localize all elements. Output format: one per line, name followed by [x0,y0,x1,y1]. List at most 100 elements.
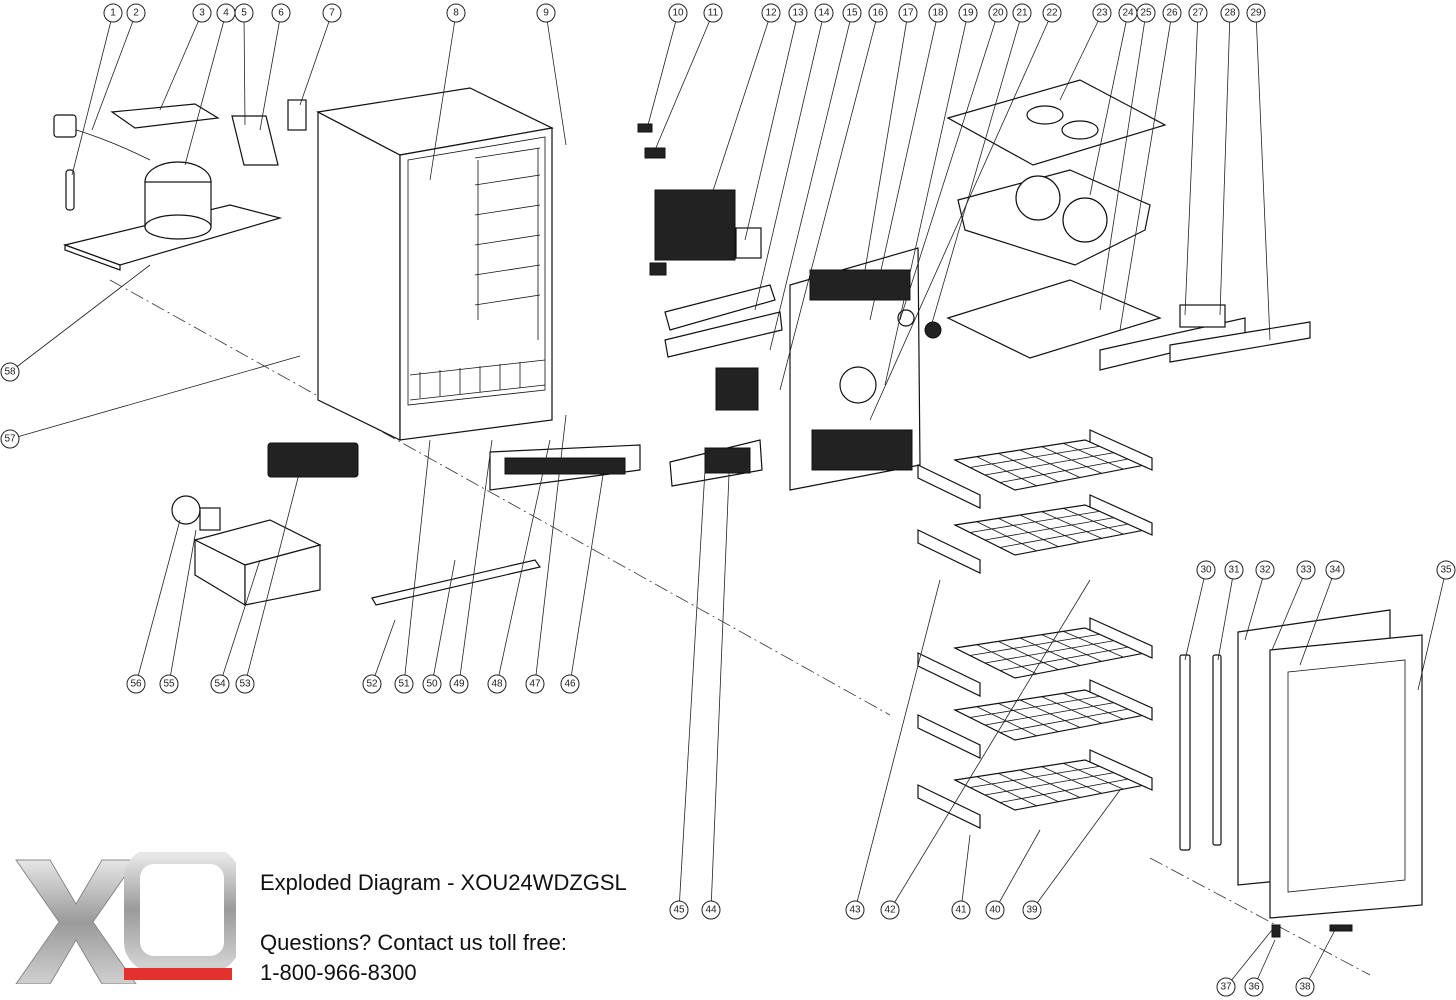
part-callout-label: 36 [1248,982,1260,993]
part-callout-label: 18 [932,8,944,19]
part-callout-23: 23 [1059,3,1112,101]
part-callout-38: 38 [1295,929,1336,997]
part-callout-33: 33 [1271,560,1316,651]
part-callout-label: 32 [1259,565,1271,576]
part-callout-label: 6 [278,8,284,19]
part-callout-54: 54 [210,559,261,694]
part-callout-label: 19 [962,8,974,19]
wire-shelf [917,494,1153,574]
part-callout-label: 21 [1016,8,1028,19]
part-callout-21: 21 [929,3,1032,331]
part-callout-label: 58 [4,367,16,378]
logo-o-mark [124,852,236,972]
part-callout-label: 11 [708,8,719,19]
part-callout-15: 15 [769,3,862,351]
part-callout-label: 40 [989,905,1001,916]
part-callout-25: 25 [1099,3,1156,311]
part-callout-55: 55 [159,529,197,694]
part-callout-3: 3 [159,3,212,111]
part-callout-label: 10 [672,8,684,19]
top-assembly [946,79,1311,371]
diagram-title: Exploded Diagram - XOU24WDZGSL [260,870,627,895]
part-callout-12: 12 [709,3,781,201]
part-callout-26: 26 [1119,3,1182,331]
part-callout-label: 17 [902,8,914,19]
part-callout-16: 16 [779,3,888,391]
part-callout-18: 18 [869,3,948,321]
part-callout-label: 14 [818,8,830,19]
part-callout-51: 51 [394,439,431,694]
part-callout-label: 22 [1046,8,1058,19]
part-callout-label: 3 [199,8,205,19]
part-callout-label: 23 [1096,8,1108,19]
xo-logo [15,852,236,984]
part-callout-label: 31 [1228,565,1240,576]
shelves [917,429,1153,829]
part-callout-2: 2 [91,3,146,131]
part-callout-1: 1 [71,3,123,176]
assembly-centerline [109,279,891,716]
condenser-assembly [171,442,359,607]
part-callout-57: 57 [0,355,301,449]
part-callout-42: 42 [880,579,1091,920]
part-callout-31: 31 [1217,560,1244,661]
part-callout-29: 29 [1246,3,1271,341]
part-callout-label: 47 [529,679,541,690]
part-callout-43: 43 [845,579,941,920]
part-callout-46: 46 [560,474,604,694]
part-callout-32: 32 [1244,560,1275,641]
part-callout-label: 39 [1026,905,1038,916]
part-callout-22: 22 [869,3,1062,421]
part-callout-label: 9 [543,8,549,19]
part-callout-6: 6 [259,3,291,131]
part-callout-58: 58 [0,264,151,382]
door-assembly [1179,609,1423,938]
part-callout-label: 34 [1329,565,1341,576]
part-callout-label: 20 [992,8,1004,19]
part-callout-7: 7 [299,3,342,106]
part-callout-37: 37 [1216,929,1273,997]
part-callout-label: 44 [705,905,717,916]
part-callout-label: 33 [1300,565,1312,576]
part-callout-label: 27 [1192,8,1204,19]
part-callout-35: 35 [1417,560,1456,691]
part-callout-52: 52 [362,619,396,694]
part-callout-label: 48 [491,679,503,690]
part-callout-label: 29 [1250,8,1262,19]
part-callout-label: 26 [1166,8,1178,19]
part-callout-label: 13 [792,8,804,19]
contact-line: Questions? Contact us toll free: [260,930,567,955]
part-callout-label: 12 [765,8,777,19]
part-callout-label: 4 [223,8,229,19]
part-callout-34: 34 [1299,560,1345,666]
part-callout-4: 4 [184,3,236,166]
part-callout-27: 27 [1184,3,1208,316]
part-callout-28: 28 [1219,3,1240,316]
part-callout-11: 11 [654,3,723,151]
phone-number: 1-800-966-8300 [260,960,417,985]
part-callout-label: 43 [849,905,861,916]
part-callout-50: 50 [422,559,456,694]
part-callout-label: 28 [1224,8,1236,19]
part-callout-label: 51 [398,679,410,690]
part-callout-label: 52 [366,679,378,690]
logo-red-bar [124,968,232,980]
part-callout-13: 13 [744,3,808,241]
part-callout-label: 45 [673,905,685,916]
wire-shelf [917,749,1153,829]
part-callout-label: 16 [872,8,884,19]
part-callout-label: 2 [133,8,139,19]
door-centerline [1149,857,1371,976]
part-callout-10: 10 [647,3,688,126]
part-callout-label: 25 [1140,8,1152,19]
part-callout-24: 24 [1089,3,1138,196]
part-callout-label: 24 [1122,8,1134,19]
part-callout-label: 53 [239,679,251,690]
part-callout-56: 56 [126,519,181,694]
part-callout-45: 45 [669,469,706,920]
wire-shelf [917,429,1153,509]
part-callout-47: 47 [525,414,567,694]
part-callout-8: 8 [429,3,466,181]
